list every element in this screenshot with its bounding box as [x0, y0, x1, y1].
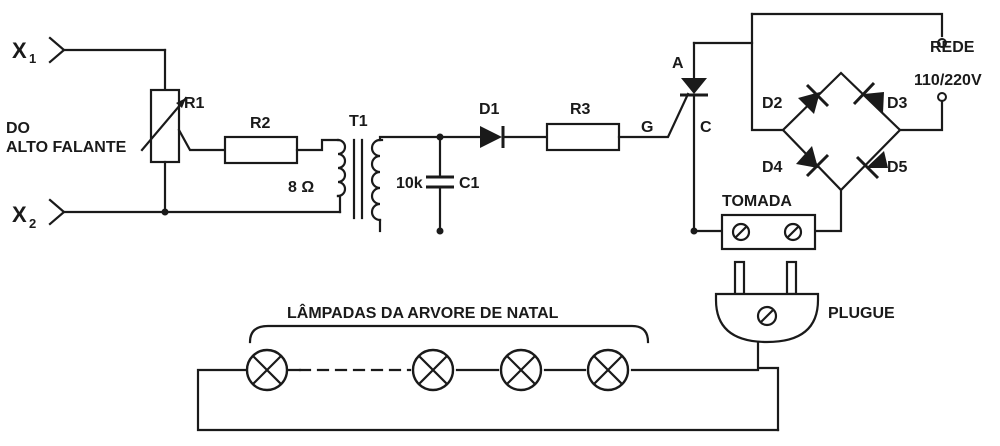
- t1-label: T1: [349, 113, 368, 130]
- diode-d1: [438, 126, 549, 148]
- plug-label: PLUGUE: [828, 305, 895, 322]
- lamp-1: [245, 348, 289, 392]
- lamps-brace: [248, 324, 650, 344]
- socket-label: TOMADA: [722, 193, 792, 210]
- x2-subscript: 2: [29, 216, 36, 231]
- diode-d5: [855, 151, 888, 180]
- source-label-line2: ALTO FALANTE: [6, 139, 127, 156]
- d1-label: D1: [479, 101, 500, 118]
- source-label-line1: DO: [6, 120, 30, 137]
- resistor-r2: [223, 135, 340, 165]
- input-terminal-x1: [48, 36, 167, 64]
- x1-subscript: 1: [29, 51, 36, 66]
- c1-label: C1: [459, 175, 480, 192]
- r1-label: R1: [184, 95, 205, 112]
- capacitor-c1: [426, 133, 454, 235]
- cathode-label: C: [700, 119, 712, 136]
- lamp-4: [586, 348, 630, 392]
- potentiometer-r1: [140, 48, 227, 216]
- diode-d4: [796, 146, 830, 178]
- lamp-string: [196, 368, 780, 432]
- lamp-2: [411, 348, 455, 392]
- scr-thyristor: [680, 41, 754, 235]
- anode-label: A: [672, 55, 684, 72]
- x1-label: X: [12, 38, 27, 63]
- plug-plugue: [714, 260, 820, 432]
- d2-label: D2: [762, 95, 783, 112]
- diode-d2: [798, 83, 830, 114]
- d3-label: D3: [887, 95, 908, 112]
- primary-impedance-label: 8 Ω: [288, 179, 314, 196]
- lamp-3: [499, 348, 543, 392]
- x2-label: X: [12, 202, 27, 227]
- r2-label: R2: [250, 115, 271, 132]
- d4-label: D4: [762, 159, 783, 176]
- diode-d3: [852, 81, 884, 113]
- socket-tomada: [720, 213, 817, 251]
- transformer-t1: [336, 135, 442, 233]
- d5-label: D5: [887, 159, 908, 176]
- bridge-rectifier: [692, 12, 947, 233]
- mains-label-line2: 110/220V: [914, 72, 982, 89]
- resistor-r3: [545, 92, 690, 152]
- mains-label-line1: REDE: [930, 39, 975, 56]
- input-terminal-x2: [48, 198, 342, 226]
- lamps-label: LÂMPADAS DA ARVORE DE NATAL: [287, 303, 559, 322]
- r3-label: R3: [570, 101, 591, 118]
- gate-label: G: [641, 119, 653, 136]
- secondary-impedance-label: 10k: [396, 175, 423, 192]
